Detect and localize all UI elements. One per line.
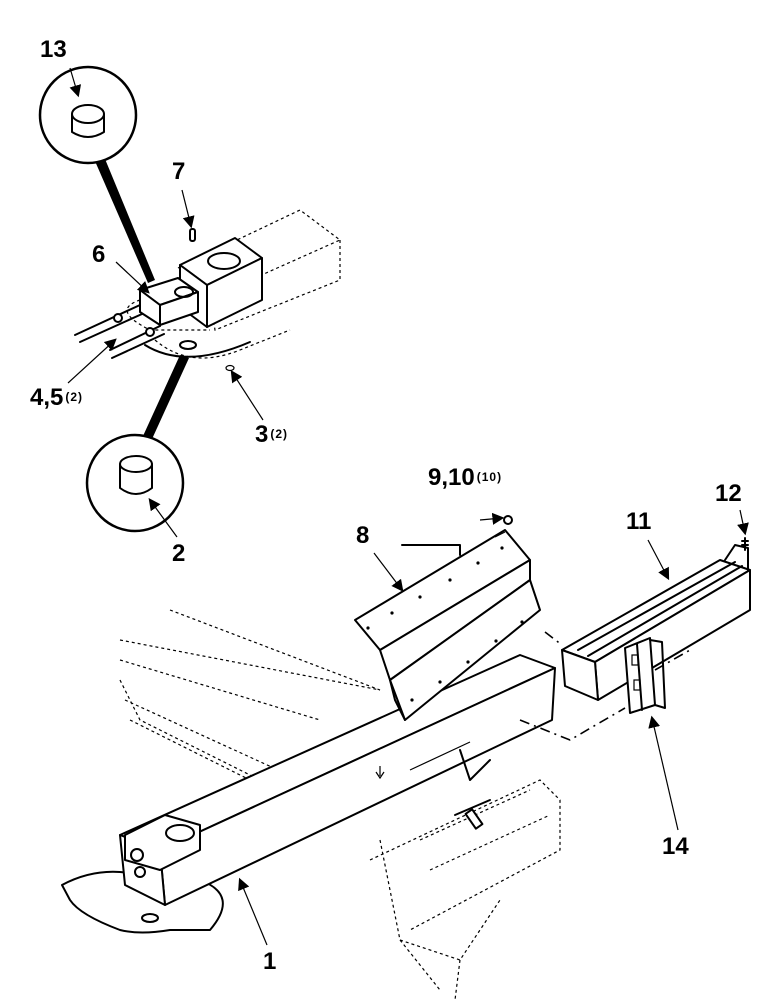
leader-lines [67,67,749,946]
callout-12: 12 [715,480,742,507]
detail-circle-2 [85,355,189,533]
shield-panel-8 [354,515,541,721]
assembly-lines [519,631,691,741]
bracket-14 [624,637,666,714]
callout-11: 11 [626,508,652,535]
callout-3: 3(2) [255,421,289,448]
callout-2: 2 [172,540,186,567]
upper-pivot-assembly [74,209,342,372]
callout-7: 7 [172,158,186,185]
callout-6: 6 [92,241,106,268]
callout-1: 1 [263,948,277,975]
callout-9-10: 9,10(10) [428,464,503,491]
callout-13: 13 [40,36,67,63]
callout-4-5: 4,5(2) [30,384,84,411]
callout-14: 14 [662,833,689,860]
callout-8: 8 [356,522,370,549]
detail-circle-13 [38,65,155,283]
tray-11 [561,537,751,701]
machine-frame-outline [119,609,561,1000]
lift-arm-1 [61,654,556,934]
